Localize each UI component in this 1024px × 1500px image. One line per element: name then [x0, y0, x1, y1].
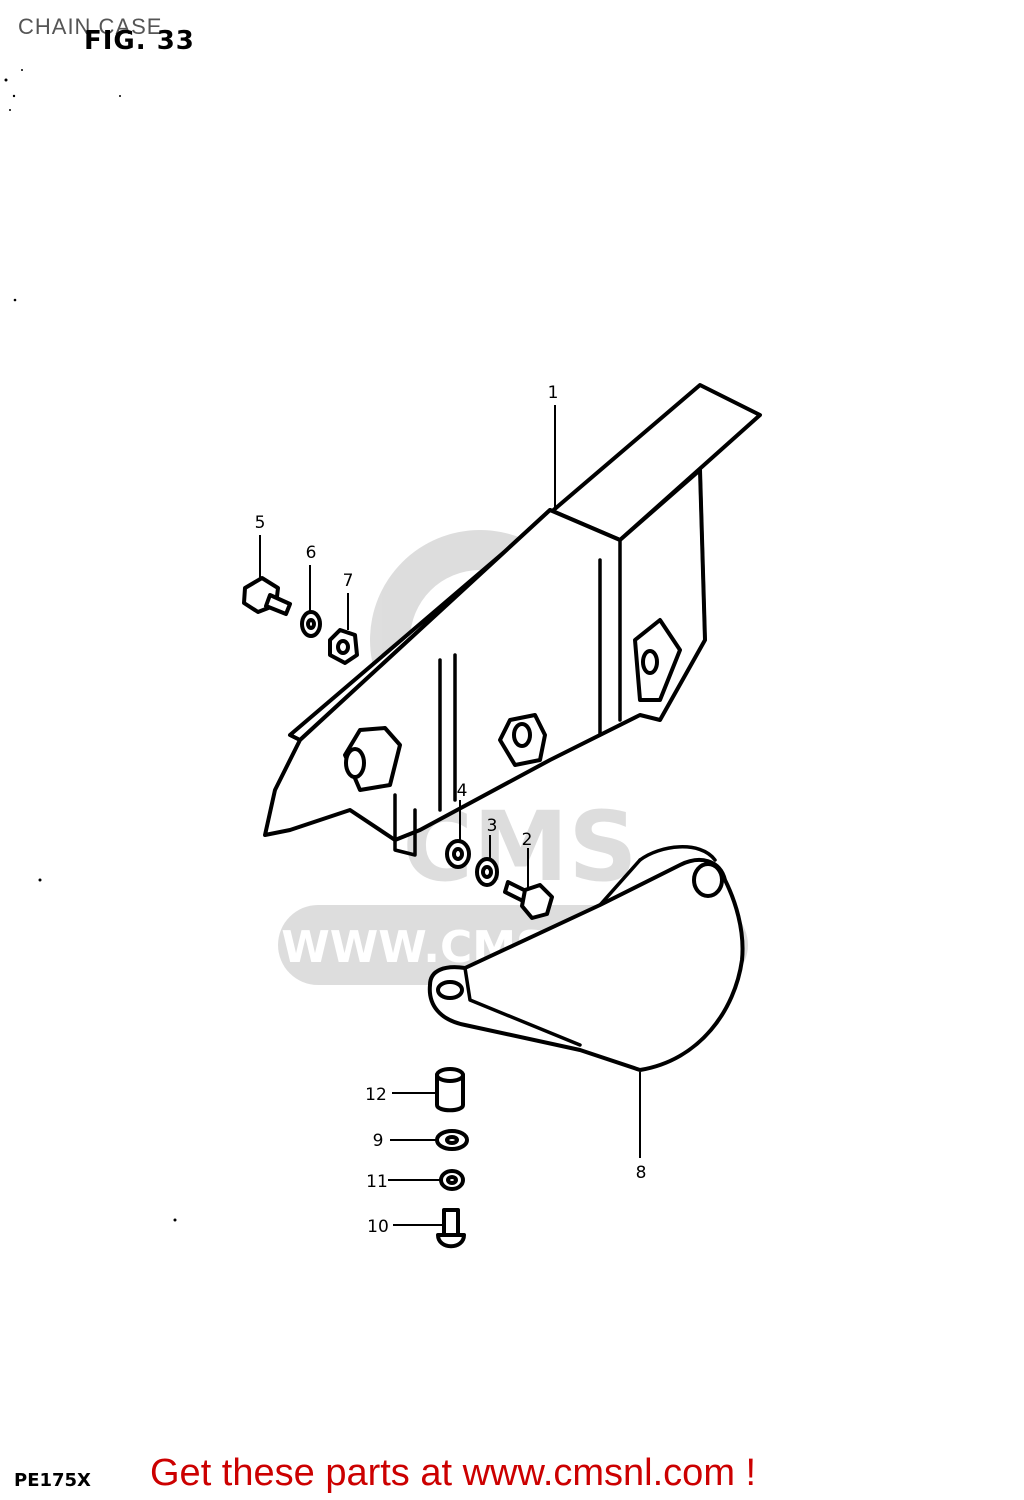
callout-8: 8 — [636, 1163, 647, 1183]
lock-washer-11 — [439, 1169, 465, 1191]
chain-case-part — [263, 383, 762, 857]
washer-9 — [435, 1129, 469, 1151]
washer-4 — [445, 839, 471, 869]
callout-6: 6 — [306, 543, 317, 563]
bolt-2 — [503, 880, 554, 920]
lock-washer-3 — [475, 857, 499, 887]
diagram-title: CHAIN CASE — [18, 14, 163, 39]
callout-9: 9 — [373, 1131, 384, 1151]
callout-11: 11 — [366, 1172, 388, 1192]
callout-4: 4 — [457, 781, 468, 801]
collar-12 — [435, 1067, 465, 1113]
callout-7: 7 — [343, 571, 354, 591]
washer-6 — [300, 610, 322, 638]
callout-5: 5 — [255, 513, 266, 533]
screw-10 — [436, 1208, 466, 1249]
callout-12: 12 — [365, 1085, 387, 1105]
callout-3: 3 — [487, 816, 498, 836]
bolt-5 — [242, 576, 292, 616]
nut-7 — [328, 628, 359, 665]
figure-number: FIG. 33 — [84, 26, 195, 56]
callout-2: 2 — [522, 830, 533, 850]
scan-specks — [4, 69, 177, 1222]
callout-10: 10 — [367, 1217, 389, 1237]
footer-link-banner[interactable]: Get these parts at www.cmsnl.com ! — [150, 1452, 757, 1494]
model-code: PE175X — [14, 1470, 91, 1491]
leader-lines — [259, 405, 641, 1226]
callout-1: 1 — [548, 383, 559, 403]
case-cover-part — [427, 845, 745, 1072]
